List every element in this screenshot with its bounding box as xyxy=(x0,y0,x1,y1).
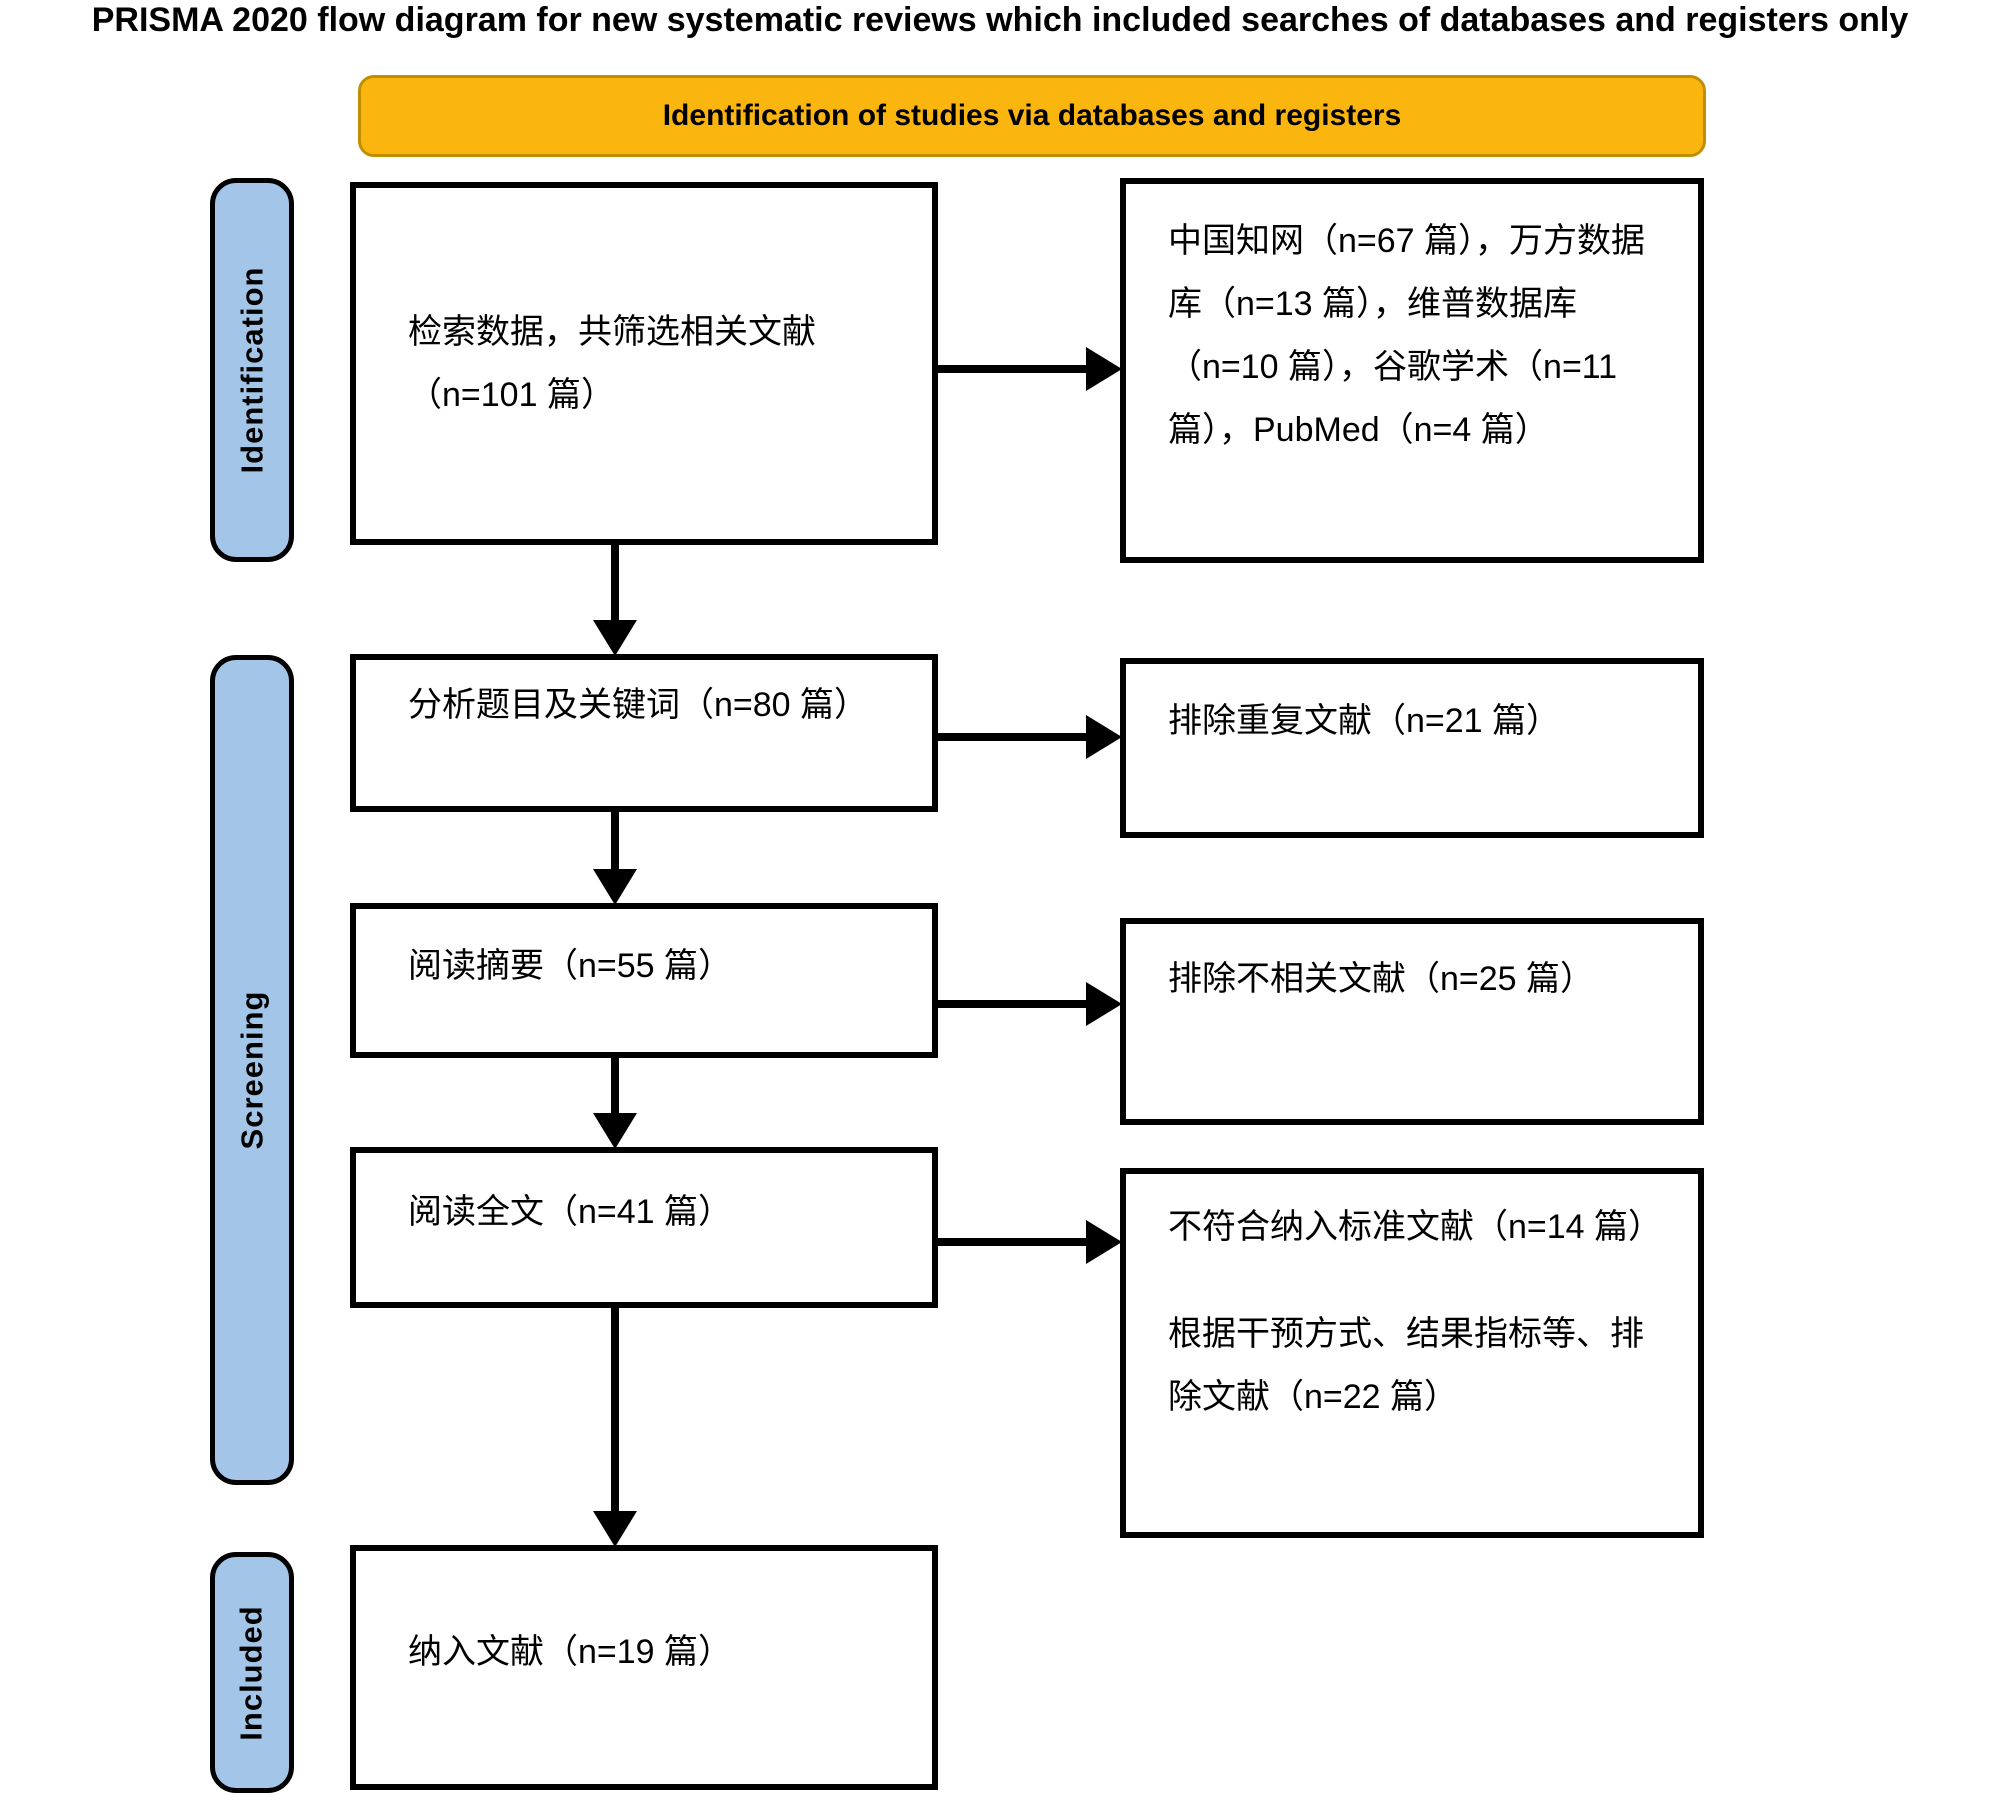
box-abstract-read-text: 阅读摘要（n=55 篇） xyxy=(408,947,733,985)
banner-identification-of-studies: Identification of studies via databases … xyxy=(358,75,1706,157)
box-records-identified-text: 检索数据，共筛选相关文献（n=101 篇） xyxy=(408,312,816,414)
stage-screening-label: Screening xyxy=(234,990,270,1150)
stage-included: Included xyxy=(210,1552,294,1793)
box-studies-included-text: 纳入文献（n=19 篇） xyxy=(408,1633,733,1671)
page-title: PRISMA 2020 flow diagram for new systema… xyxy=(91,1,1909,39)
box-fulltext-read: 阅读全文（n=41 篇） xyxy=(350,1147,938,1308)
banner-label: Identification of studies via databases … xyxy=(662,99,1402,132)
box-duplicates-removed: 排除重复文献（n=21 篇） xyxy=(1120,658,1704,838)
stage-identification-label: Identification xyxy=(234,266,270,474)
box-abstract-read: 阅读摘要（n=55 篇） xyxy=(350,903,938,1058)
box-studies-included: 纳入文献（n=19 篇） xyxy=(350,1545,938,1790)
box-title-keyword-analysis: 分析题目及关键词（n=80 篇） xyxy=(350,654,938,812)
box-records-identified: 检索数据，共筛选相关文献（n=101 篇） xyxy=(350,182,938,545)
stage-included-label: Included xyxy=(234,1604,270,1741)
box-irrelevant-excluded: 排除不相关文献（n=25 篇） xyxy=(1120,918,1704,1125)
box-fulltext-excluded-text1: 不符合纳入标准文献（n=14 篇） xyxy=(1168,1208,1663,1246)
box-fulltext-excluded-text2: 根据干预方式、结果指标等、排除文献（n=22 篇） xyxy=(1168,1314,1644,1416)
box-database-sources-text: 中国知网（n=67 篇），万方数据库（n=13 篇），维普数据库（n=10 篇）… xyxy=(1168,222,1646,449)
box-title-keyword-analysis-text: 分析题目及关键词（n=80 篇） xyxy=(408,686,869,724)
box-database-sources: 中国知网（n=67 篇），万方数据库（n=13 篇），维普数据库（n=10 篇）… xyxy=(1120,178,1704,563)
box-fulltext-read-text: 阅读全文（n=41 篇） xyxy=(408,1193,733,1231)
box-irrelevant-excluded-text: 排除不相关文献（n=25 篇） xyxy=(1168,960,1595,998)
box-duplicates-removed-text: 排除重复文献（n=21 篇） xyxy=(1168,702,1561,740)
box-fulltext-excluded: 不符合纳入标准文献（n=14 篇） 根据干预方式、结果指标等、排除文献（n=22… xyxy=(1120,1168,1704,1538)
stage-screening: Screening xyxy=(210,655,294,1485)
stage-identification: Identification xyxy=(210,178,294,562)
